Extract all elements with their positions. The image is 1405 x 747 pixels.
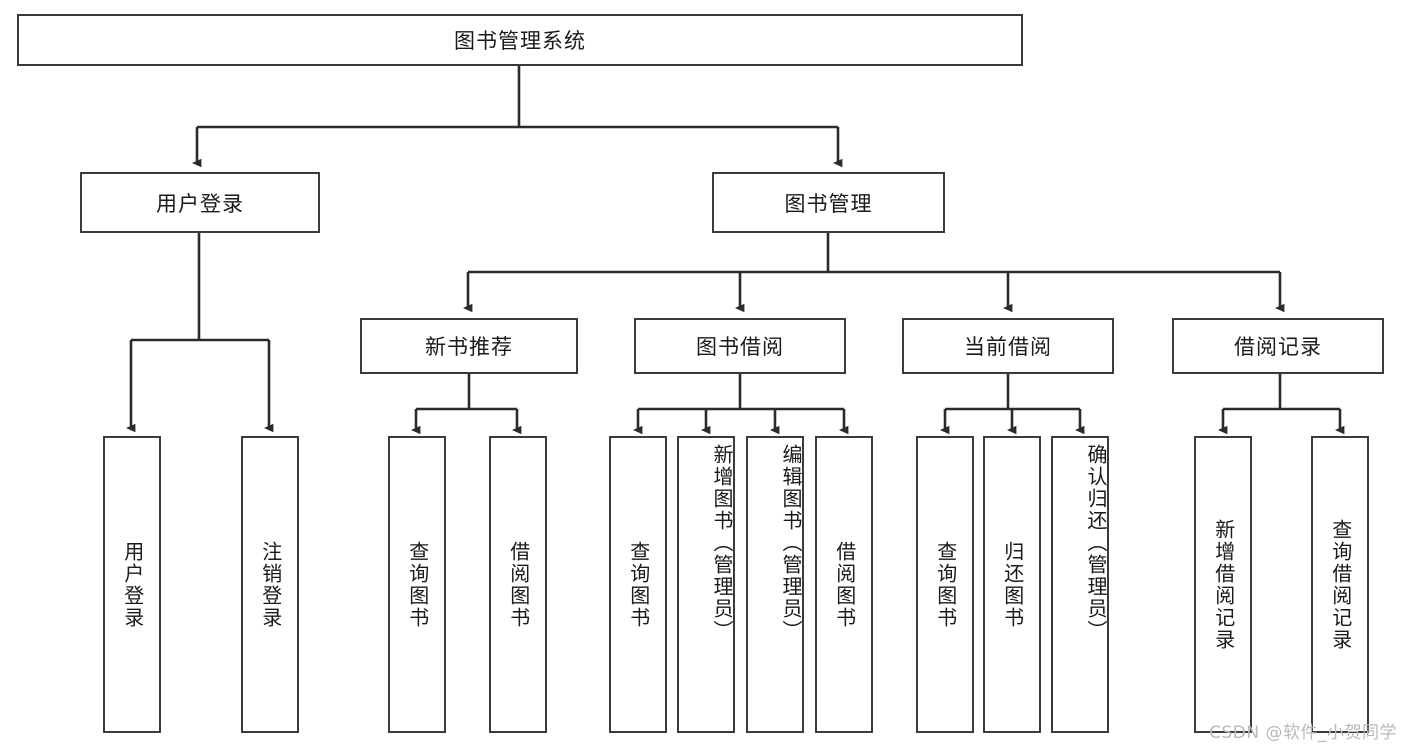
node-label: 图书借阅 xyxy=(696,335,784,359)
node-label: 当前借阅 xyxy=(964,335,1052,359)
leaf-confirm-return-admin[interactable]: 确认归还（管理员） xyxy=(1051,436,1109,733)
leaf-borrow-book-recommendation[interactable]: 借阅图书 xyxy=(489,436,547,733)
leaf-logout[interactable]: 注销登录 xyxy=(241,436,299,733)
node-label: 新书推荐 xyxy=(425,335,513,359)
node-book-borrow[interactable]: 图书借阅 xyxy=(634,318,846,374)
leaf-add-borrow-record[interactable]: 新增借阅记录 xyxy=(1194,436,1252,733)
leaf-borrow-book[interactable]: 借阅图书 xyxy=(815,436,873,733)
node-label: 新增图书（管理员） xyxy=(710,444,734,642)
leaf-query-book-borrow[interactable]: 查询图书 xyxy=(609,436,667,733)
leaf-add-book-admin[interactable]: 新增图书（管理员） xyxy=(677,436,735,733)
leaf-query-book-recommendation[interactable]: 查询图书 xyxy=(388,436,446,733)
leaf-edit-book-admin[interactable]: 编辑图书（管理员） xyxy=(746,436,804,733)
node-label: 借阅记录 xyxy=(1234,335,1322,359)
leaf-query-borrow-record[interactable]: 查询借阅记录 xyxy=(1311,436,1369,733)
node-label: 确认归还（管理员） xyxy=(1084,444,1108,642)
node-label: 新增借阅记录 xyxy=(1211,518,1236,651)
node-label: 借阅图书 xyxy=(506,540,531,629)
node-borrow-records[interactable]: 借阅记录 xyxy=(1172,318,1384,374)
leaf-query-book-current[interactable]: 查询图书 xyxy=(916,436,974,733)
watermark: CSDN @软件_小贺同学 xyxy=(1209,723,1397,743)
node-label: 图书管理系统 xyxy=(454,29,586,53)
node-label: 编辑图书（管理员） xyxy=(779,444,803,642)
node-label: 查询图书 xyxy=(933,540,958,629)
node-label: 查询图书 xyxy=(626,540,651,629)
leaf-user-login[interactable]: 用户登录 xyxy=(103,436,161,733)
node-current-borrow[interactable]: 当前借阅 xyxy=(902,318,1114,374)
node-label: 注销登录 xyxy=(258,540,283,629)
node-label: 用户登录 xyxy=(120,540,145,629)
node-label: 借阅图书 xyxy=(832,540,857,629)
node-new-book-recommendation[interactable]: 新书推荐 xyxy=(360,318,578,374)
node-root-book-management-system[interactable]: 图书管理系统 xyxy=(17,14,1023,66)
node-label: 查询借阅记录 xyxy=(1328,518,1353,651)
node-user-login[interactable]: 用户登录 xyxy=(80,172,320,233)
leaf-return-book[interactable]: 归还图书 xyxy=(983,436,1041,733)
node-label: 用户登录 xyxy=(156,191,244,216)
node-label: 查询图书 xyxy=(405,540,430,629)
node-label: 归还图书 xyxy=(1000,540,1025,629)
node-book-management[interactable]: 图书管理 xyxy=(712,172,945,233)
node-label: 图书管理 xyxy=(784,191,873,216)
